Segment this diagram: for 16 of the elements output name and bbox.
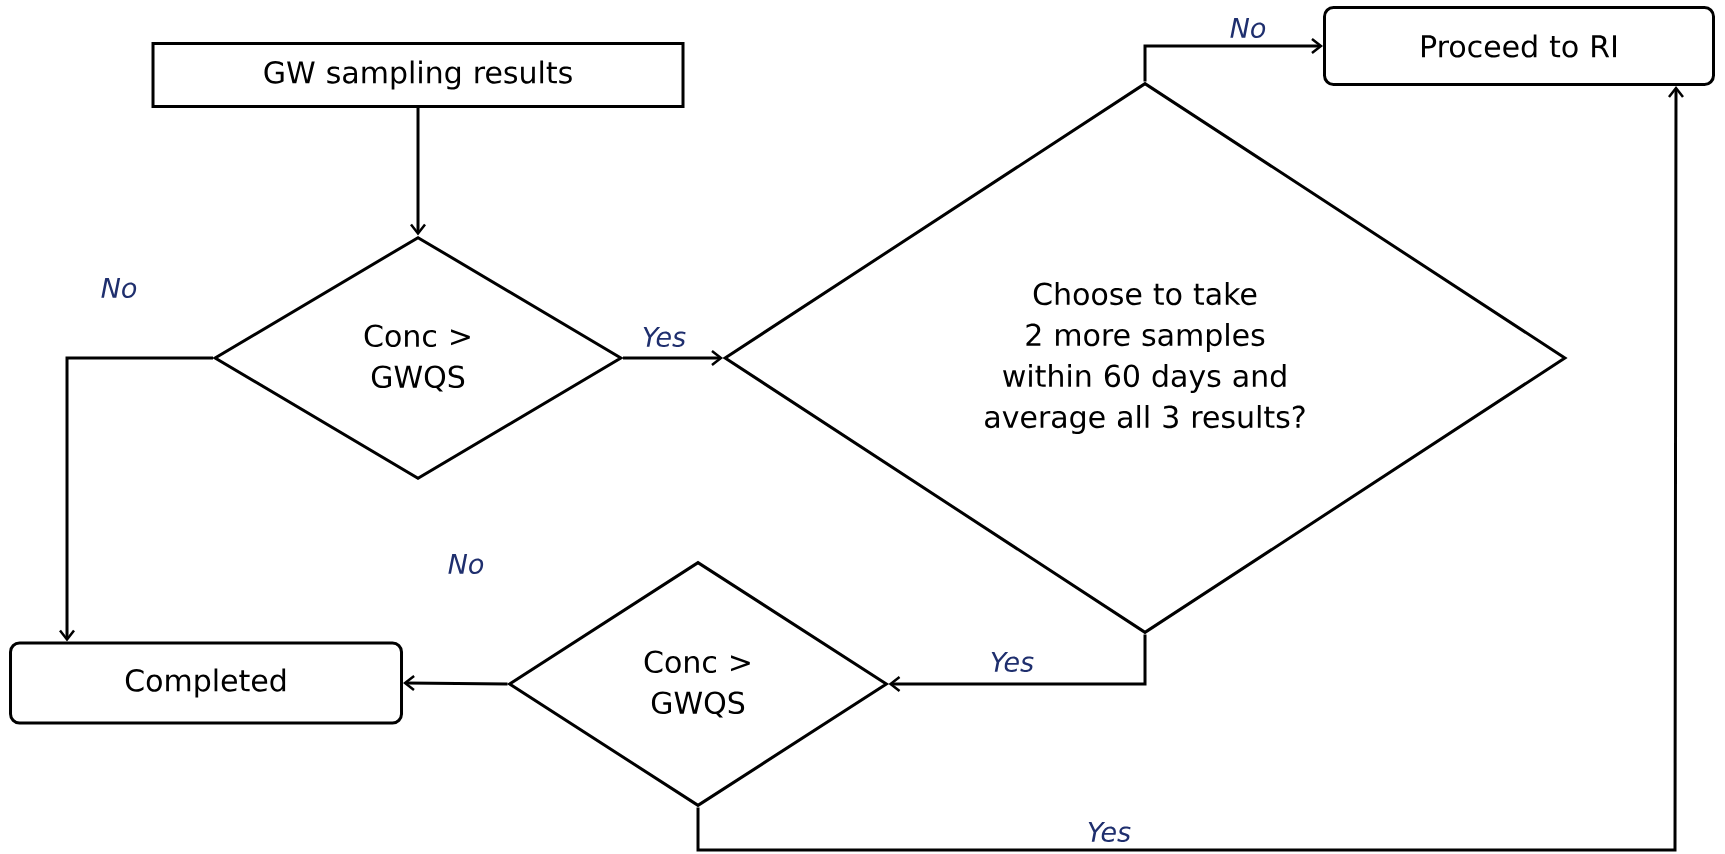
arrow xyxy=(1143,38,1323,82)
edge-label: No xyxy=(101,277,137,299)
arrow xyxy=(59,356,213,642)
edge-label: Yes xyxy=(1088,821,1131,842)
arrow xyxy=(888,634,1147,692)
process-box: GW sampling results xyxy=(151,42,685,108)
arrow xyxy=(623,350,723,366)
edge-label: Yes xyxy=(643,326,686,348)
edge-label: No xyxy=(1230,17,1266,39)
terminal-box: Completed xyxy=(9,641,403,725)
edge-label: Yes xyxy=(991,651,1034,672)
arrow xyxy=(696,86,1684,852)
terminal-box: Proceed to RI xyxy=(1323,6,1715,86)
arrow xyxy=(410,108,426,236)
edge-label: No xyxy=(448,553,484,574)
arrow xyxy=(403,675,508,692)
